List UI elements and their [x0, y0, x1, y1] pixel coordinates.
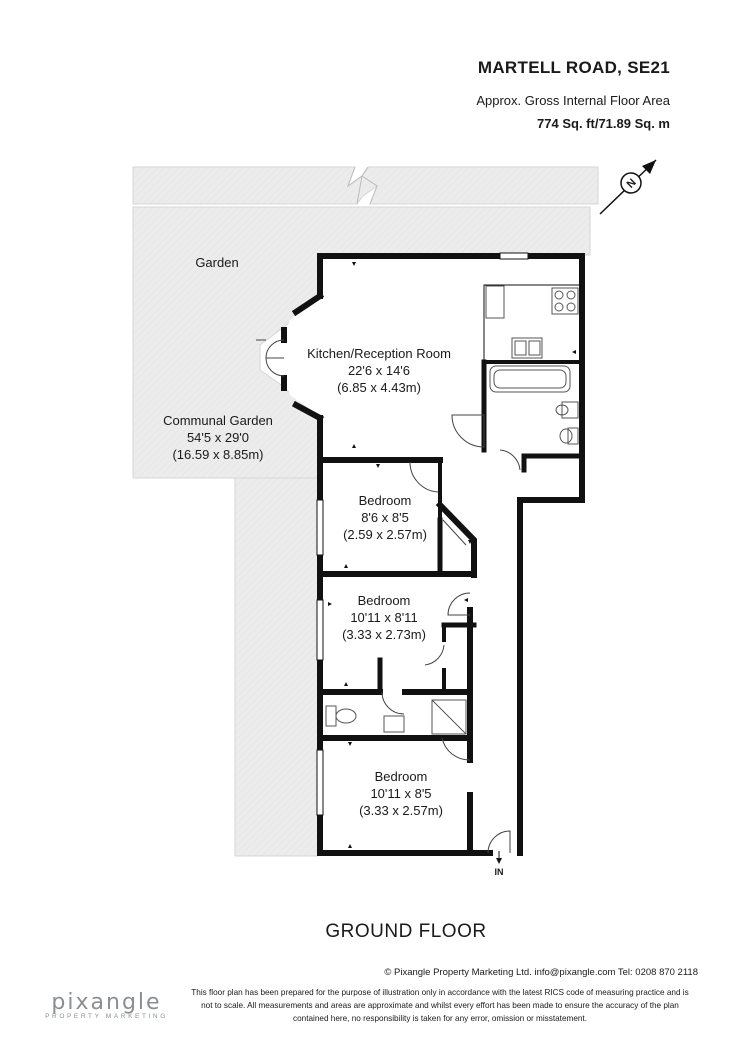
entrance-label: IN — [495, 867, 504, 877]
top-window — [499, 252, 529, 260]
radiator-markers — [328, 262, 576, 848]
bedroom2-label: Bedroom — [358, 593, 411, 608]
pixangle-logo: pixangle PROPERTY MARKETING — [44, 990, 169, 1020]
kitchen-fixtures — [485, 285, 579, 359]
flat-interior — [283, 258, 580, 851]
garden-side-strip — [234, 477, 319, 857]
communal-garden-dim-metric: (16.59 x 8.85m) — [172, 447, 263, 462]
ensuite-fixtures — [325, 699, 467, 735]
communal-garden-dim-imperial: 54'5 x 29'0 — [187, 430, 249, 445]
logo-wordmark: pixangle — [51, 990, 162, 1015]
entrance-marker: IN — [495, 851, 504, 877]
bedroom3-dim-metric: (3.33 x 2.57m) — [359, 803, 443, 818]
logo-tagline: PROPERTY MARKETING — [45, 1013, 168, 1020]
bay-doors — [256, 339, 285, 377]
kitchen-dim-imperial: 22'6 x 14'6 — [348, 363, 410, 378]
disclaimer-line-3: contained here, no responsibility is tak… — [293, 1014, 587, 1023]
garden-strip-top — [132, 166, 599, 205]
compass-icon: N — [599, 159, 657, 215]
disclaimer-line-2: not to scale. All measurements and areas… — [201, 1001, 679, 1010]
communal-garden-label: Communal Garden — [163, 413, 273, 428]
garden-label: Garden — [195, 255, 238, 270]
outer-walls — [281, 253, 585, 856]
contact-line: © Pixangle Property Marketing Ltd. info@… — [384, 967, 698, 978]
area-value: 774 Sq. ft/71.89 Sq. m — [537, 116, 670, 131]
bedroom3-dim-imperial: 10'11 x 8'5 — [370, 786, 431, 801]
property-title: MARTELL ROAD, SE21 — [477, 58, 670, 77]
floor-name: GROUND FLOOR — [325, 921, 487, 942]
bedroom1-dim-metric: (2.59 x 2.57m) — [343, 527, 427, 542]
bedroom2-dim-metric: (3.33 x 2.73m) — [342, 627, 426, 642]
bedroom1-dim-imperial: 8'6 x 8'5 — [361, 510, 409, 525]
bedroom2-dim-imperial: 10'11 x 8'11 — [350, 610, 417, 625]
area-subtitle: Approx. Gross Internal Floor Area — [476, 93, 670, 108]
left-windows — [316, 499, 324, 816]
kitchen-dim-metric: (6.85 x 4.43m) — [337, 380, 421, 395]
bedroom3-label: Bedroom — [375, 769, 428, 784]
bedroom1-label: Bedroom — [359, 493, 412, 508]
disclaimer-line-1: This floor plan has been prepared for th… — [191, 988, 689, 997]
disclaimer: This floor plan has been prepared for th… — [160, 986, 720, 1025]
internal-doors — [381, 414, 521, 854]
bathroom-fixtures — [489, 365, 579, 445]
kitchen-label: Kitchen/Reception Room — [307, 346, 451, 361]
internal-walls — [319, 284, 583, 856]
